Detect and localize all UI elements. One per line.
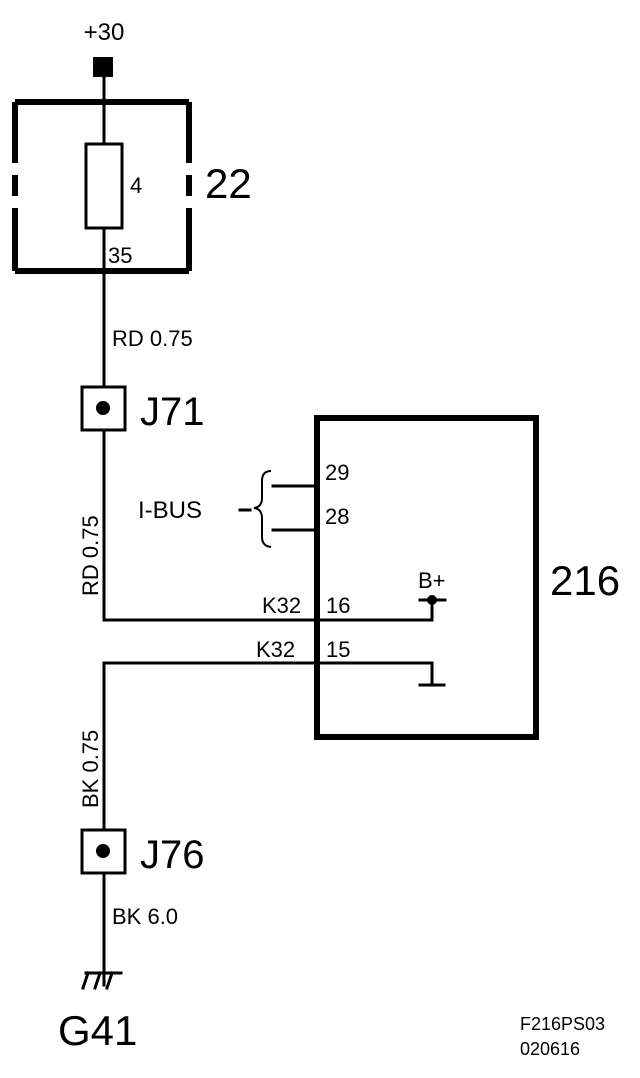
pin-29: 29: [325, 460, 349, 485]
fuse-terminal-label: 35: [108, 243, 132, 268]
ground-symbol: [81, 971, 123, 990]
module-number: 216: [550, 557, 620, 604]
connector-k32-pin15: K32: [256, 637, 295, 662]
module-216: [314, 415, 539, 740]
ground-label: G41: [58, 1007, 137, 1054]
fuse-box-22: [12, 99, 192, 274]
fuse-box-number: 22: [205, 160, 252, 207]
connector-j71-pin: [96, 401, 110, 415]
connector-j76-label: J76: [140, 833, 205, 877]
fuse-rating: 4: [130, 173, 142, 198]
wire-label-lower: BK 0.75: [78, 730, 103, 808]
wire-label-upper: RD 0.75: [112, 326, 193, 351]
connector-j76: [80, 828, 127, 875]
bplus-node: [427, 595, 437, 605]
connector-k32-pin16: K32: [262, 593, 301, 618]
pin-15: 15: [326, 637, 350, 662]
supply-label: +30: [84, 19, 125, 46]
bplus-label: B+: [418, 568, 446, 593]
wire-label-ground: BK 6.0: [112, 904, 178, 929]
pin-28: 28: [325, 504, 349, 529]
connector-j76-pin: [96, 844, 110, 858]
ibus-brace: [253, 470, 272, 548]
pin-16: 16: [326, 593, 350, 618]
ibus-label: I-BUS: [138, 497, 202, 524]
fuse-element: [84, 142, 124, 230]
connector-j71-label: J71: [140, 390, 205, 434]
wire-label-mid: RD 0.75: [78, 515, 103, 596]
footer-code: F216PS03: [520, 1014, 605, 1034]
footer-date: 020616: [520, 1039, 580, 1059]
